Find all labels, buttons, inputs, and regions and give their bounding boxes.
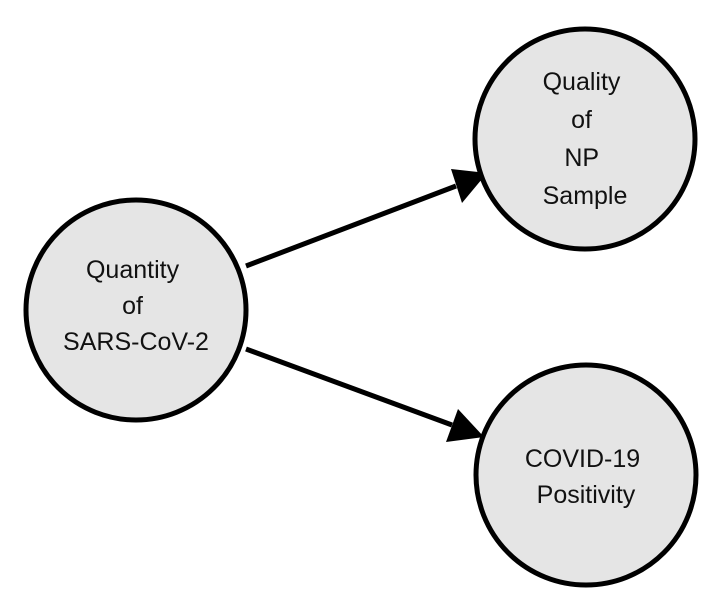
node-label-line: COVID-19 bbox=[525, 445, 640, 473]
edge-quantity-to-quality bbox=[245, 169, 487, 269]
node-circle bbox=[472, 26, 698, 252]
node-circle bbox=[473, 362, 699, 588]
node-label-line: SARS-CoV-2 bbox=[63, 328, 209, 356]
node-covid-19-positivity: COVID-19 Positivity bbox=[473, 362, 699, 588]
node-circle bbox=[23, 197, 249, 423]
edge-quantity-to-positivity bbox=[245, 346, 484, 442]
node-label: Quality of NP Sample bbox=[543, 68, 628, 210]
node-label-line: of bbox=[571, 106, 592, 134]
node-quantity-of-sars-cov-2: Quantity of SARS-CoV-2 bbox=[23, 197, 249, 423]
edge-line bbox=[245, 346, 453, 428]
edge-line bbox=[245, 183, 457, 269]
node-label-line: Quantity bbox=[86, 256, 180, 284]
node-label: COVID-19 Positivity bbox=[525, 445, 647, 509]
node-label-line: Sample bbox=[543, 182, 628, 210]
arrowhead-icon bbox=[446, 409, 484, 442]
node-quality-of-np-sample: Quality of NP Sample bbox=[472, 26, 698, 252]
node-label: Quantity of SARS-CoV-2 bbox=[63, 256, 209, 356]
node-label-line: Quality bbox=[543, 68, 621, 96]
node-label-line: NP bbox=[564, 144, 598, 172]
node-label-line: of bbox=[122, 292, 143, 320]
node-label-line: Positivity bbox=[537, 481, 636, 509]
arrowhead-icon bbox=[451, 169, 487, 203]
